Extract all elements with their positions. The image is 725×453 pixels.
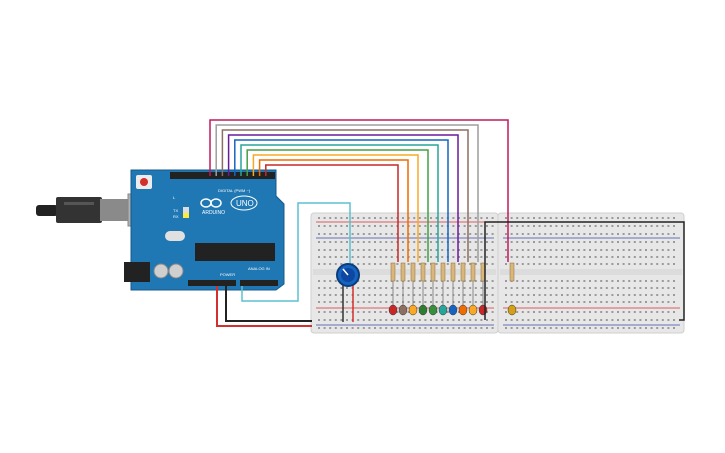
resistor-7[interactable] [460, 262, 466, 282]
pot-signal-wire[interactable] [241, 202, 351, 302]
resistor-8[interactable] [470, 262, 476, 282]
led-8[interactable] [468, 304, 478, 316]
led-4[interactable] [428, 304, 438, 316]
bridge-wire-black[interactable] [484, 221, 685, 321]
led-7[interactable] [458, 304, 468, 316]
led-extra[interactable] [507, 304, 517, 316]
components [388, 262, 517, 316]
led-9[interactable] [478, 304, 488, 316]
digital-wire-1[interactable] [215, 124, 479, 262]
arduino-board[interactable]: ARDUINO UNO DIGITAL (PWM ~) POWER ANALOG… [124, 169, 285, 291]
arduino-brand-label: ARDUINO [202, 210, 225, 216]
digital-wire-6[interactable] [246, 149, 429, 262]
digital-wire-5[interactable] [240, 144, 439, 262]
resistor-6[interactable] [450, 262, 456, 282]
digital-wire-4[interactable] [234, 139, 449, 262]
led-1[interactable] [398, 304, 408, 316]
power-header-label: POWER [220, 272, 235, 277]
reset-button-icon[interactable] [140, 178, 148, 186]
ground-wire[interactable] [225, 286, 312, 322]
digital-wire-8[interactable] [258, 159, 409, 262]
digital-header-label: DIGITAL (PWM ~) [218, 188, 251, 193]
potentiometer-knob-icon[interactable] [336, 263, 360, 322]
digital-wire-3[interactable] [227, 134, 459, 262]
digital-wire-0[interactable] [209, 119, 509, 262]
resistor-3[interactable] [420, 262, 426, 282]
analog-header-label: ANALOG IN [248, 266, 270, 271]
digital-wire-2[interactable] [221, 129, 469, 262]
led-3[interactable] [418, 304, 428, 316]
digital-wire-9[interactable] [265, 164, 399, 262]
arduino-logo-icon [200, 198, 222, 208]
arduino-model-label: UNO [236, 199, 254, 208]
led-2[interactable] [408, 304, 418, 316]
resistor-4[interactable] [430, 262, 436, 282]
resistor-extra[interactable] [509, 262, 515, 282]
digital-wires [209, 119, 509, 262]
led-l-label: L [173, 195, 176, 200]
led-5[interactable] [438, 304, 448, 316]
resistor-2[interactable] [410, 262, 416, 282]
resistor-0[interactable] [390, 262, 396, 282]
led-tx-label: TX [173, 208, 178, 213]
led-0[interactable] [388, 304, 398, 316]
resistor-1[interactable] [400, 262, 406, 282]
resistor-5[interactable] [440, 262, 446, 282]
power-wire[interactable] [216, 286, 312, 327]
led-6[interactable] [448, 304, 458, 316]
breadboard-right[interactable] [497, 212, 685, 334]
led-rx-label: RX [173, 214, 179, 219]
digital-wire-7[interactable] [252, 154, 419, 262]
